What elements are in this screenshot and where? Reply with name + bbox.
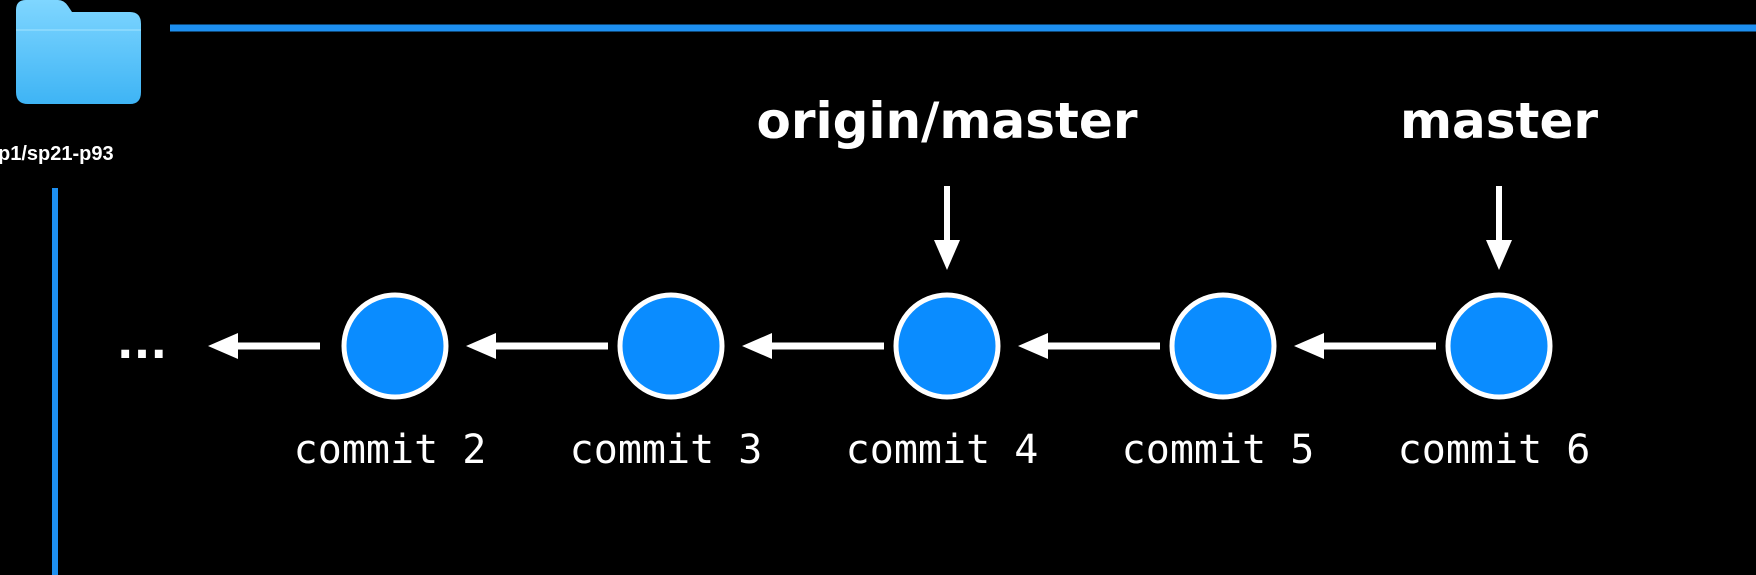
- parent-arrow: [466, 333, 608, 359]
- commit-node: [617, 292, 725, 400]
- ref-pointer-arrow: [934, 186, 960, 270]
- commit-node: [893, 292, 1001, 400]
- folder-label: p1/sp21-p93: [0, 143, 114, 165]
- commit-label: commit 6: [1398, 427, 1591, 473]
- folder-icon[interactable]: [16, 0, 141, 104]
- parent-arrow: [1294, 333, 1436, 359]
- commit-label: commit 5: [1122, 427, 1315, 473]
- ref-label: origin/master: [756, 92, 1137, 150]
- ref-pointer-arrow: [1486, 186, 1512, 270]
- commit-node: [1445, 292, 1553, 400]
- commit-label: commit 3: [570, 427, 763, 473]
- commit-node: [341, 292, 449, 400]
- parent-arrow: [742, 333, 884, 359]
- arrow-to-ellipsis: [208, 333, 320, 359]
- ref-label: master: [1400, 92, 1598, 150]
- history-ellipsis: ...: [117, 318, 167, 369]
- parent-arrow: [1018, 333, 1160, 359]
- commit-label: commit 4: [846, 427, 1039, 473]
- commit-node: [1169, 292, 1277, 400]
- commit-label: commit 2: [294, 427, 487, 473]
- commit-chain: commit 2 commit 3 commit 4 commit 5 commit 6…: [208, 92, 1598, 473]
